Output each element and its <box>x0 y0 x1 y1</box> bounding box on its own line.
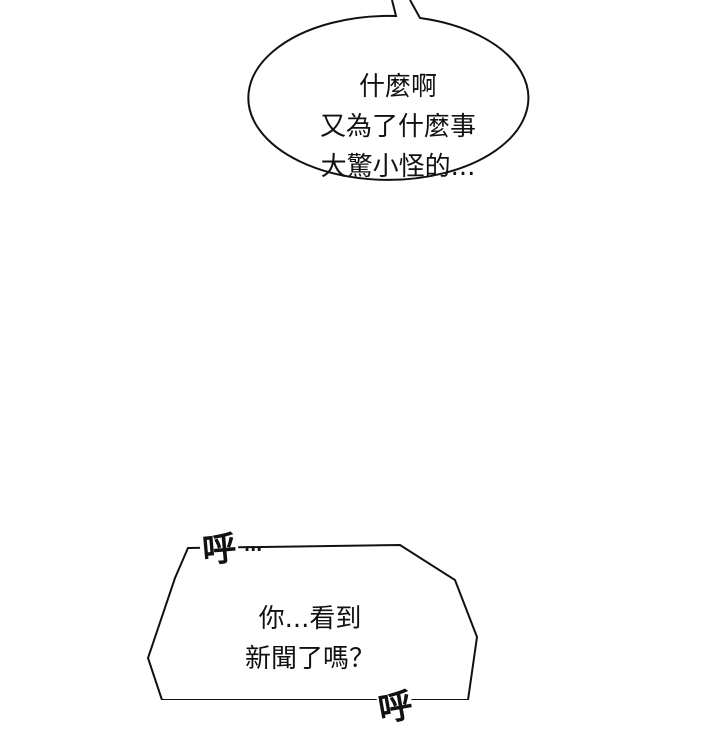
bottom-bubble-outline <box>146 543 479 700</box>
bubble-line: 新聞了嗎？ <box>244 644 375 674</box>
top-bubble-outline <box>247 0 530 181</box>
sfx-huff: 呼 <box>197 520 241 573</box>
sfx-dots: ... <box>244 536 263 555</box>
bubble-line: 又為了什麼事 <box>319 112 476 142</box>
bubble-line: 你...看到 <box>258 604 362 634</box>
bubble-line: 什麼啊 <box>358 72 437 102</box>
bubble-line: 大驚小怪的... <box>320 152 476 182</box>
speech-bubbles <box>146 0 530 700</box>
